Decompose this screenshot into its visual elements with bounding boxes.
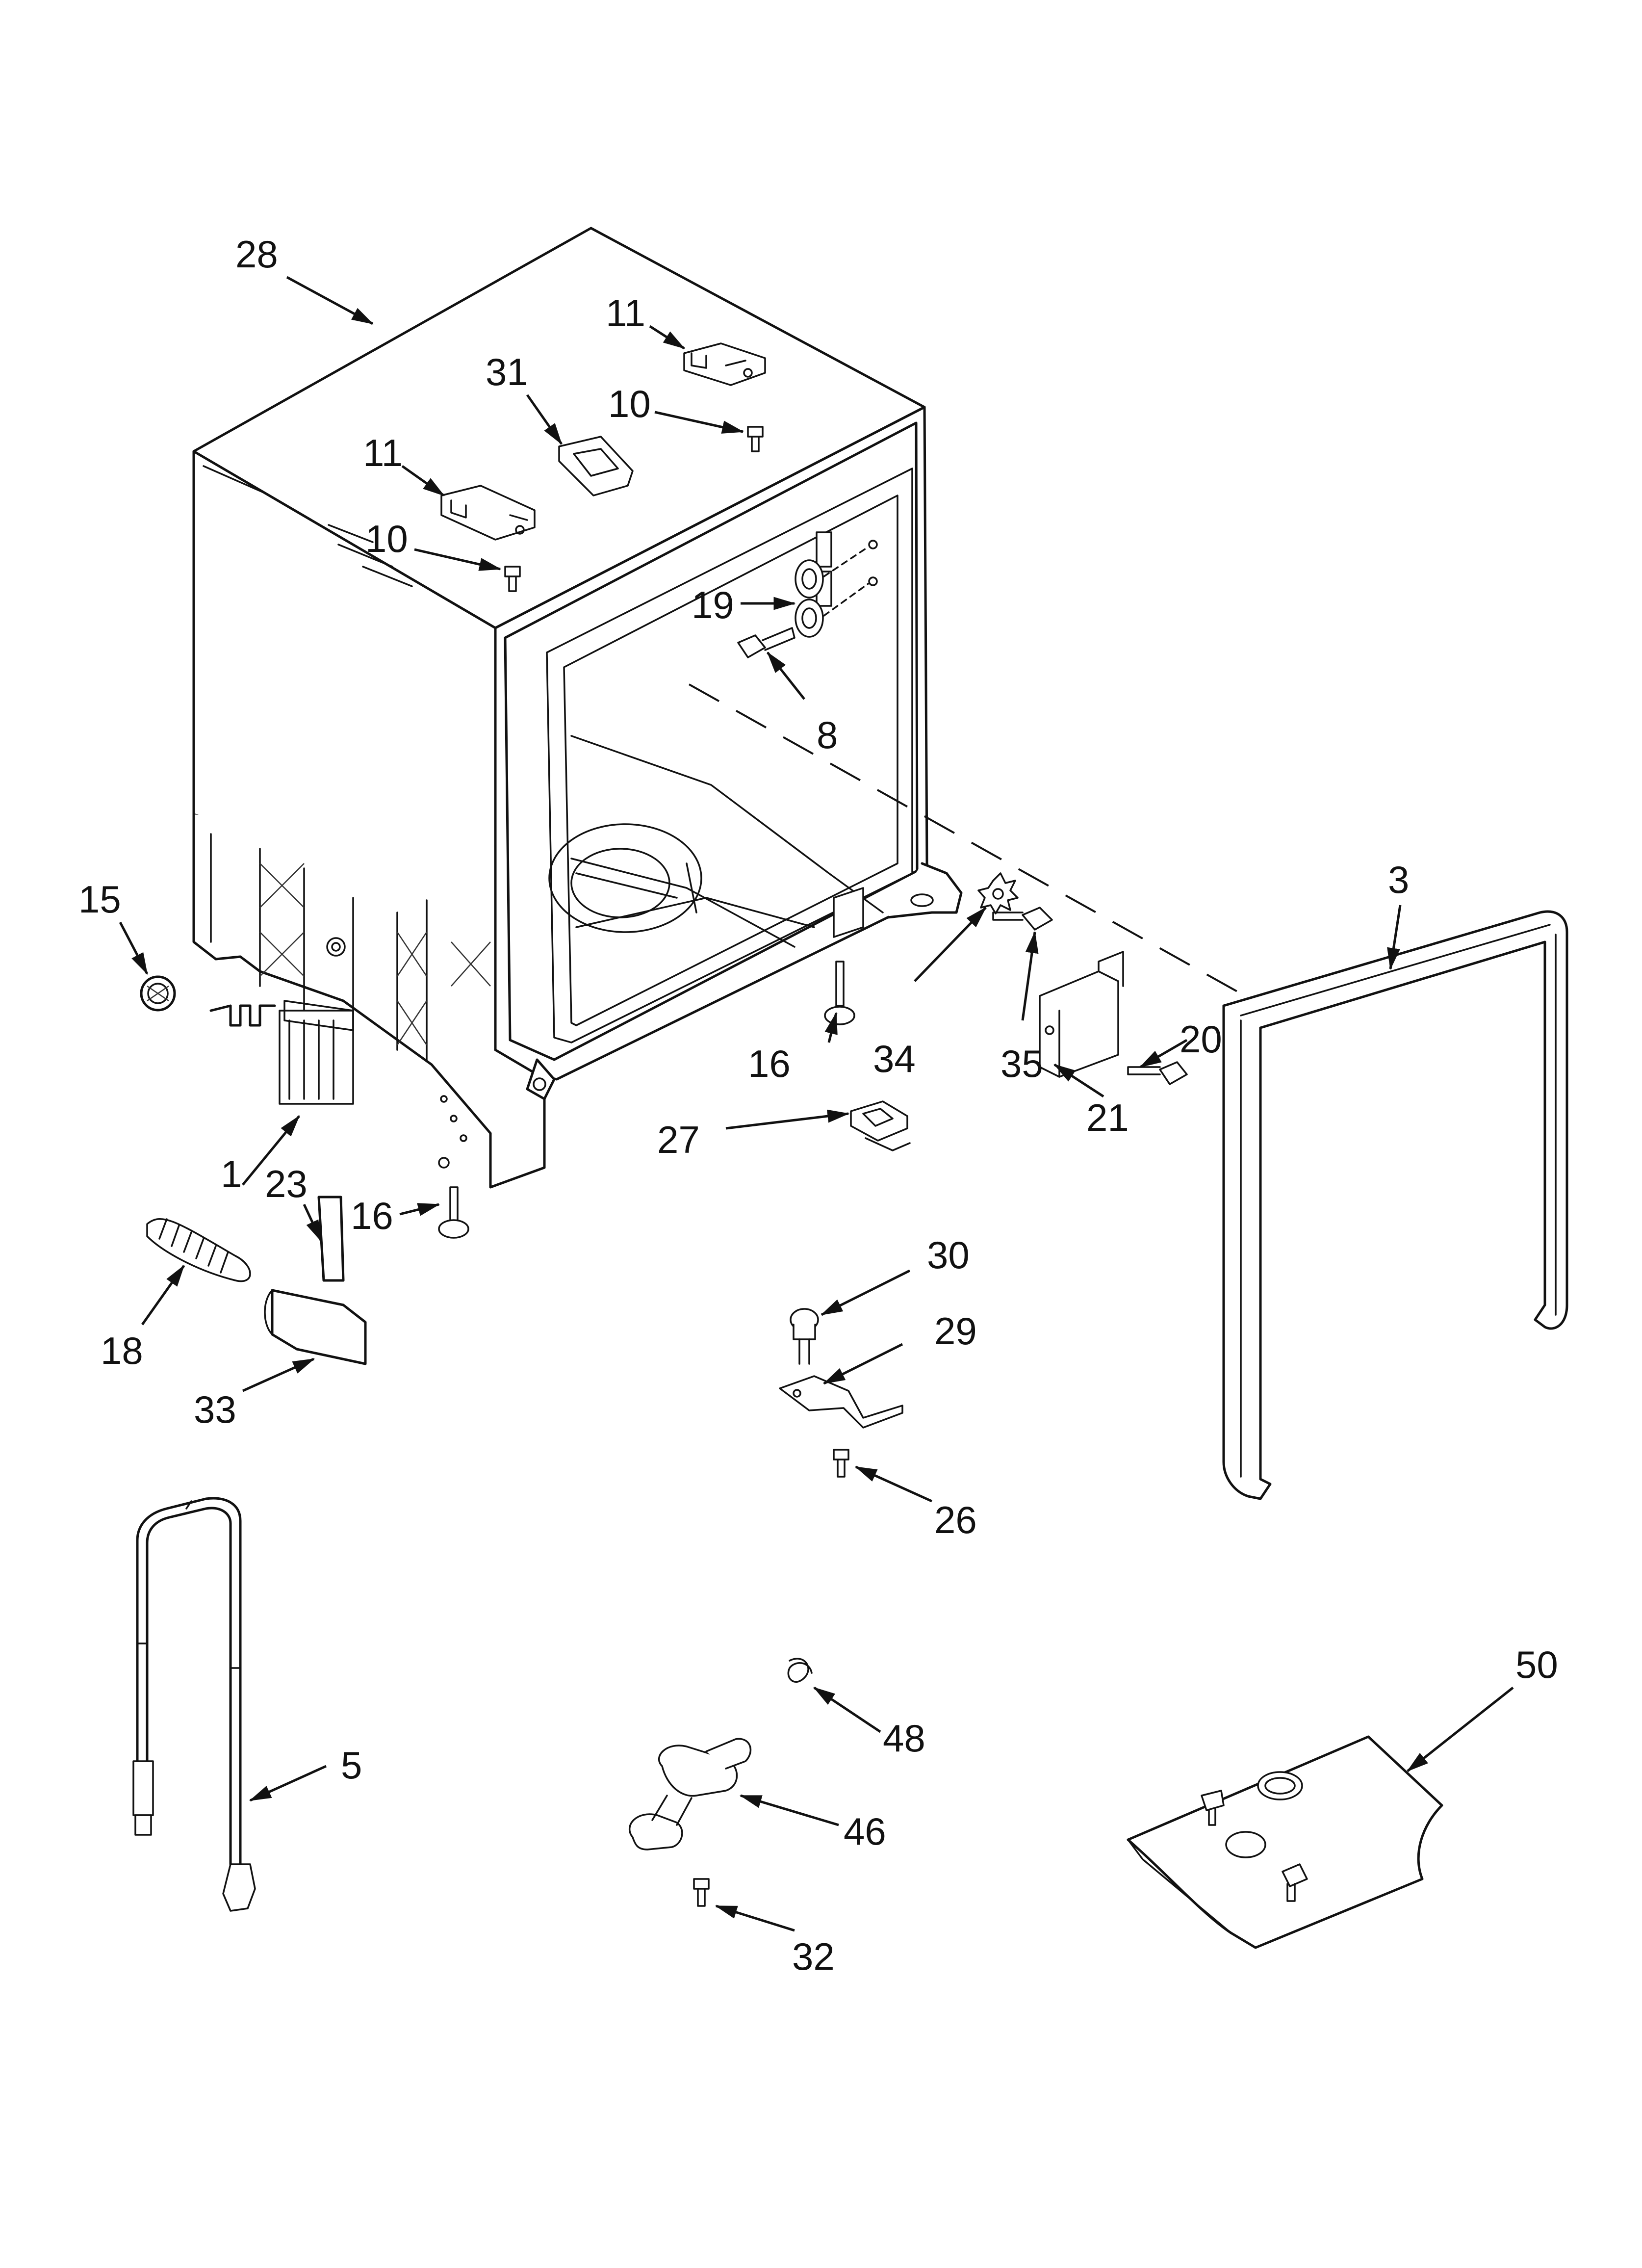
callout-21: 21	[1086, 1096, 1129, 1139]
part-33-cover	[264, 1289, 367, 1365]
callout-11: 11	[363, 431, 403, 474]
callout-31: 31	[486, 350, 528, 393]
part-11-lower-bracket	[440, 485, 536, 541]
part-5-hose	[132, 1497, 256, 1912]
callout-1: 1	[221, 1152, 242, 1196]
part-10-lower-screw	[504, 566, 521, 592]
part-26-screw	[833, 1449, 849, 1478]
part-31-clip	[558, 436, 634, 496]
callout-labels: 28 11 31 10 11 10 19 8 15 3 16 34 20 35 …	[78, 233, 1558, 1978]
callout-5: 5	[341, 1744, 362, 1787]
callout-32: 32	[792, 1935, 835, 1978]
part-10-upper-screw	[747, 426, 764, 452]
part-11-upper-bracket	[683, 342, 766, 386]
callout-23: 23	[265, 1162, 308, 1205]
callout-26: 26	[934, 1498, 977, 1541]
part-3-door-gasket	[1222, 910, 1568, 1500]
part-32-screw	[693, 1878, 710, 1907]
callout-3: 3	[1388, 858, 1409, 901]
callout-18: 18	[101, 1329, 143, 1372]
callout-46: 46	[844, 1810, 886, 1853]
part-50-parts-bag	[1127, 1735, 1443, 1949]
callout-10: 10	[365, 517, 408, 560]
part-20-screw	[1127, 1061, 1188, 1085]
callout-30: 30	[927, 1233, 970, 1277]
callout-28: 28	[235, 233, 278, 276]
callout-8: 8	[817, 713, 838, 756]
callout-29: 29	[934, 1309, 977, 1353]
callout-20: 20	[1180, 1017, 1222, 1061]
leader-lines	[119, 276, 1514, 1932]
callout-35: 35	[1001, 1042, 1043, 1085]
callout-48: 48	[883, 1717, 925, 1760]
part-21-bracket	[1039, 951, 1124, 1078]
part-23-strip	[317, 1196, 345, 1282]
part-48-clamp	[787, 1658, 813, 1683]
part-46-valve	[629, 1738, 751, 1851]
callout-15: 15	[78, 878, 121, 921]
part-29-bracket	[779, 1375, 903, 1429]
callout-27: 27	[657, 1118, 700, 1161]
part-27-clip	[850, 1100, 911, 1151]
callout-11: 11	[606, 291, 645, 335]
alignment-line	[689, 683, 1281, 1017]
callout-50: 50	[1515, 1643, 1558, 1686]
part-16-upper-foot	[824, 961, 855, 1025]
part-15-grommet	[140, 975, 176, 1012]
part-18-spring	[146, 1218, 251, 1282]
part-16-lower-foot	[438, 1186, 469, 1239]
part-34-star-washer	[977, 872, 1019, 914]
callout-16: 16	[748, 1042, 791, 1085]
callout-33: 33	[194, 1388, 236, 1431]
part-30-sensor	[790, 1308, 819, 1365]
callout-10: 10	[608, 382, 651, 425]
part-35-screw	[992, 907, 1053, 931]
part-8-screw	[737, 627, 795, 658]
callout-34: 34	[873, 1037, 916, 1080]
callout-16: 16	[351, 1194, 393, 1237]
callout-19: 19	[692, 583, 734, 626]
part-19-rollers	[795, 540, 878, 638]
